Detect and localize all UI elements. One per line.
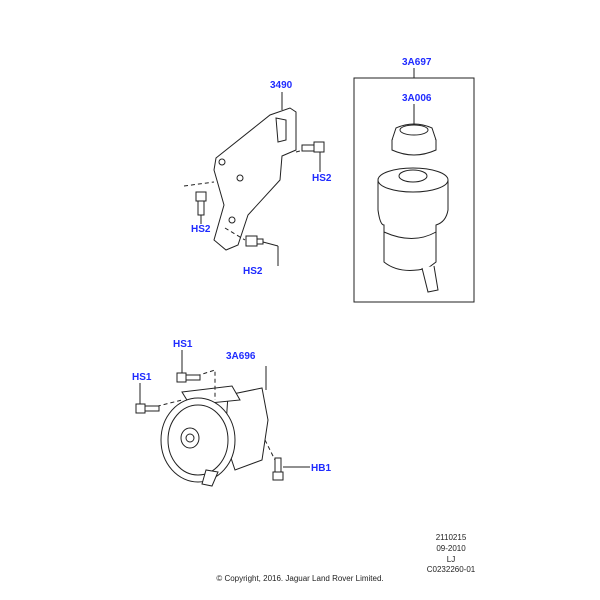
bolt-hs1 [176, 372, 201, 383]
label-3a006: 3A006 [402, 93, 432, 104]
bracket [213, 107, 297, 251]
diagram-code: LJ [446, 555, 456, 564]
power-steering-pump [160, 385, 269, 487]
label-3a697: 3A697 [402, 57, 432, 68]
bolt-hb1 [272, 457, 284, 481]
bolt-hs2 [245, 235, 264, 247]
label-hs1: HS1 [173, 339, 193, 350]
bolt-hs2 [301, 141, 325, 153]
reservoir-cap [391, 123, 437, 156]
label-hs2: HS2 [243, 266, 263, 277]
label-hs1: HS1 [132, 372, 152, 383]
diagram-ref: 2110215 [435, 533, 467, 542]
diagram-id: C0232260-01 [426, 565, 476, 574]
label-hb1: HB1 [311, 463, 332, 474]
label-3a696: 3A696 [226, 351, 256, 362]
diagram-date: 09-2010 [436, 544, 466, 553]
copyright: © Copyright, 2016. Jaguar Land Rover Lim… [216, 574, 384, 583]
bolt-hs2 [195, 191, 207, 216]
label-hs2: HS2 [312, 173, 332, 184]
reservoir [377, 167, 449, 293]
label-3490: 3490 [270, 80, 293, 91]
label-hs2: HS2 [191, 224, 211, 235]
bolt-hs1 [135, 403, 160, 414]
